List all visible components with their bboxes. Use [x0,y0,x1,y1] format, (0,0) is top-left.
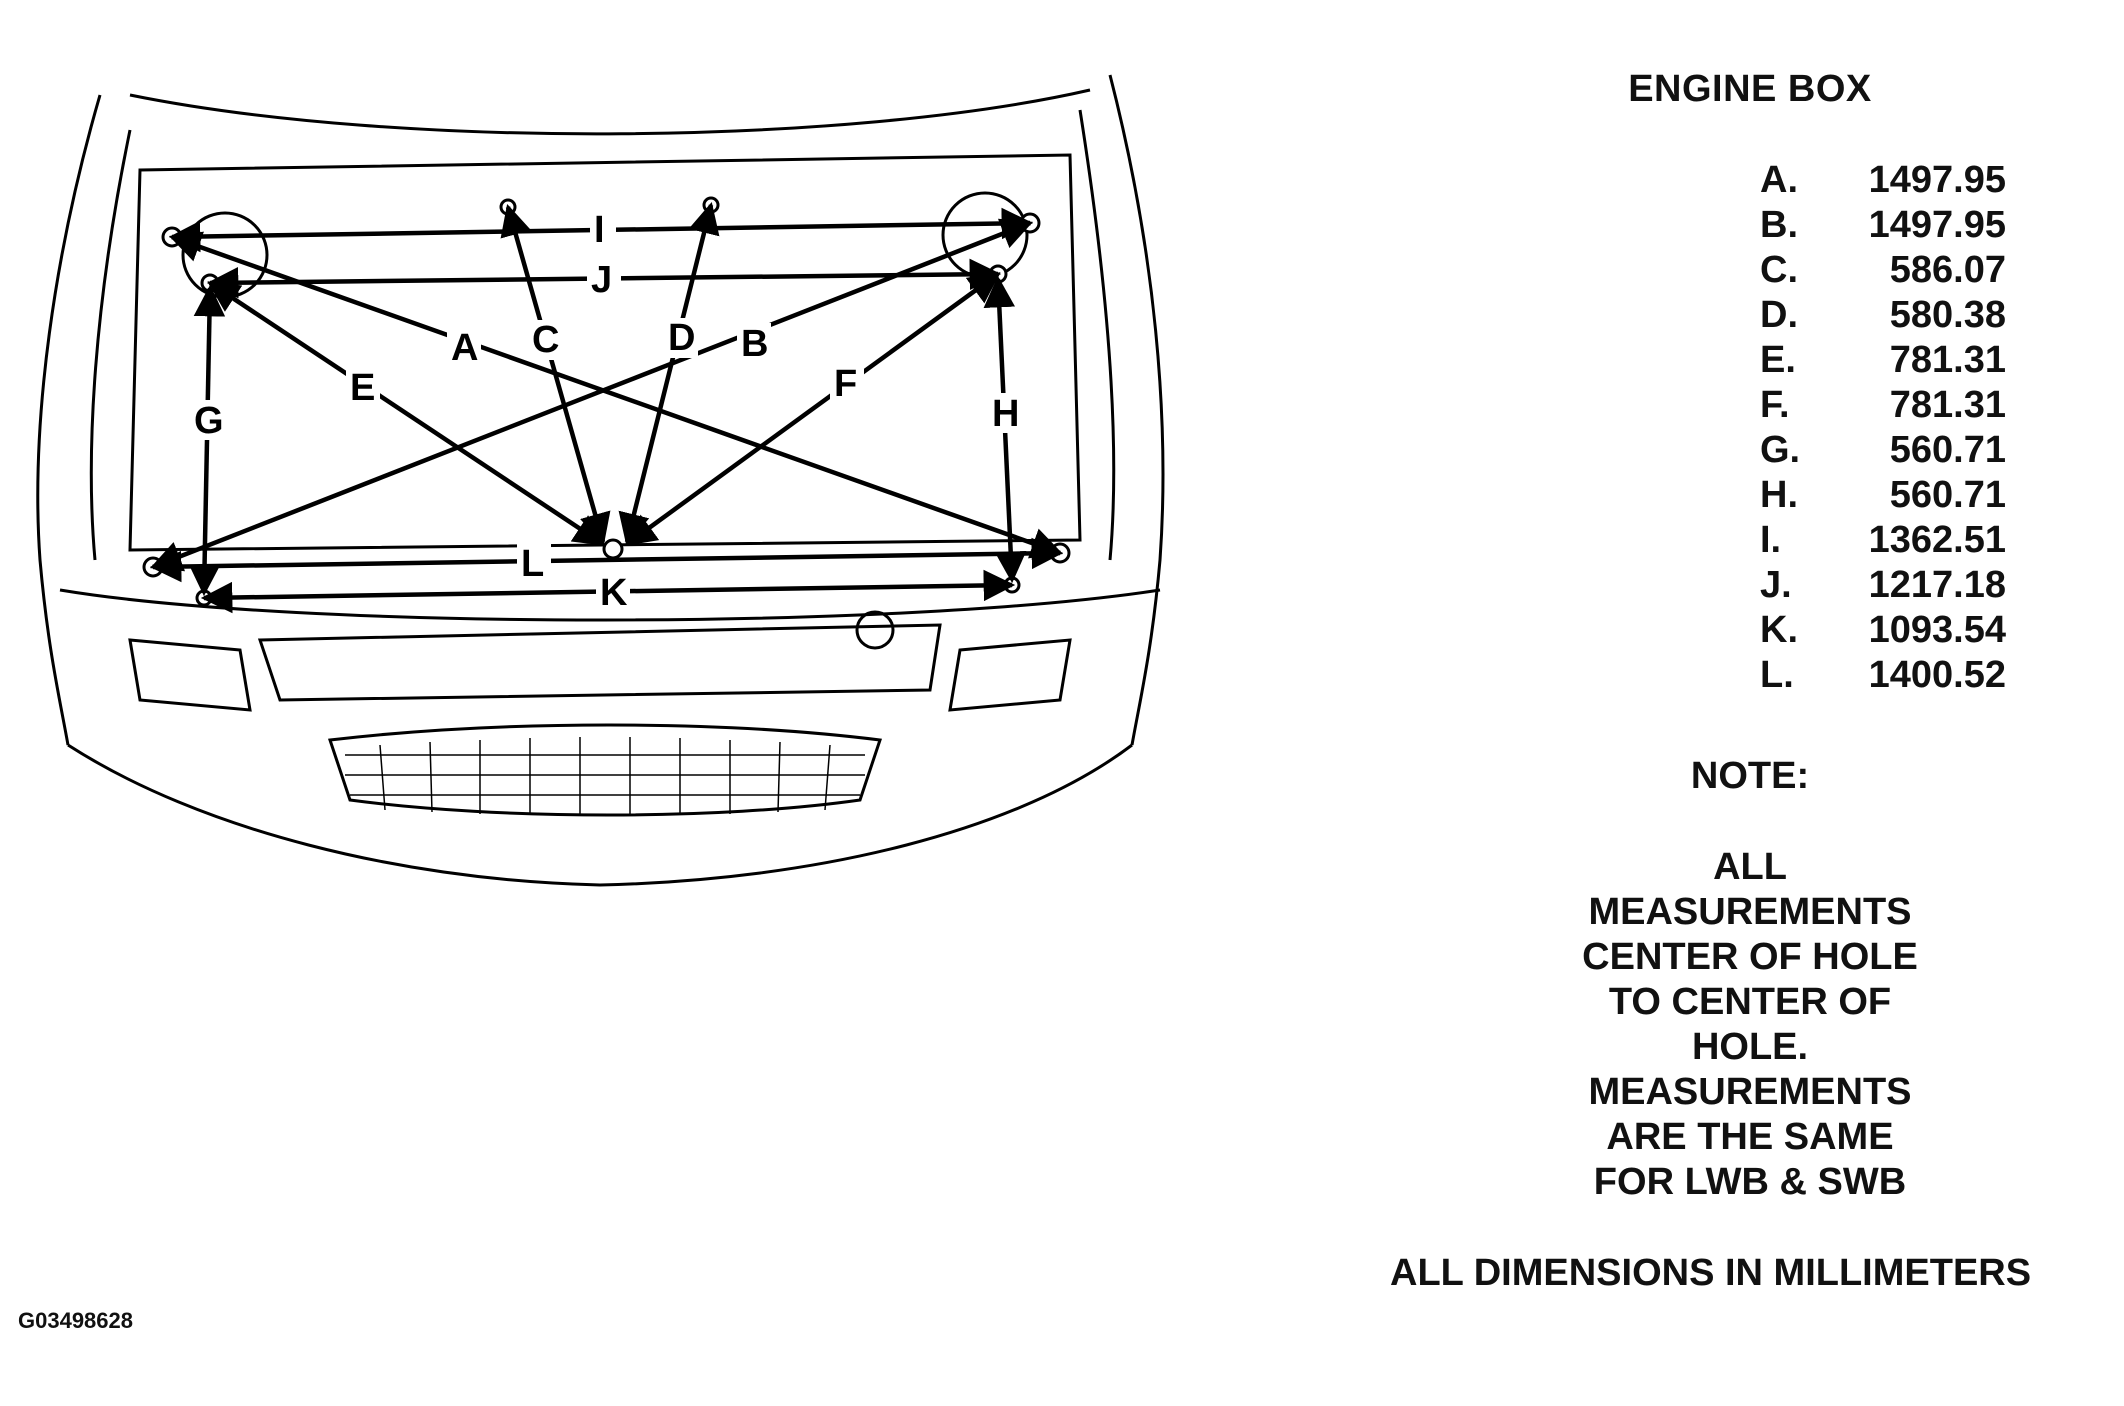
note-text: ALL MEASUREMENTS CENTER OF HOLE TO CENTE… [1582,846,1918,1203]
legend-panel: ENGINE BOX A.1497.95 B.1497.95 C.586.07 … [1380,0,2120,1406]
label-bg [190,208,1022,613]
measurement-row: L.1400.52 [1760,654,2006,696]
dim-line-f [624,272,1001,546]
label-f: F [834,363,857,405]
note-title: NOTE: [1690,755,1810,797]
measurement-list: A.1497.95 B.1497.95 C.586.07 D.580.38 E.… [1760,158,2006,698]
label-c: C [532,319,559,361]
dim-line-l [149,537,1064,583]
measurement-row: G.560.71 [1760,429,2006,471]
grille-hatching [345,737,865,816]
units-footer: ALL DIMENSIONS IN MILLIMETERS [1390,1252,2032,1294]
measurement-row: D.580.38 [1760,294,2006,336]
measurement-row: E.781.31 [1760,339,2006,381]
dim-line-e [207,281,606,546]
label-h: H [992,393,1019,435]
label-a: A [451,327,478,369]
hole-center-front [602,538,624,560]
label-k: K [600,572,628,614]
label-g: G [194,400,224,442]
label-e: E [350,367,375,409]
measurement-row: A.1497.95 [1760,159,2006,201]
measurement-row: K.1093.54 [1760,609,2006,651]
measurement-row: J.1217.18 [1760,564,2006,606]
measurement-row: C.586.07 [1760,249,2006,291]
dimension-lines [149,201,1064,614]
label-i: I [594,209,605,251]
label-l: L [521,543,544,585]
measurement-row: I.1362.51 [1760,519,2006,561]
engine-compartment-diagram: A B C D E F G H I J K L [36,74,1165,887]
dimension-labels: A B C D E F G H I J K L [190,208,1022,614]
measurement-row: F.781.31 [1760,384,2006,426]
label-b: B [741,323,768,365]
panel-title: ENGINE BOX [1628,68,1872,110]
label-d: D [668,317,695,359]
label-j: J [591,259,612,301]
figure-id: G03498628 [18,1308,133,1333]
measurement-row: B.1497.95 [1760,204,2006,246]
measurement-row: H.560.71 [1760,474,2006,516]
